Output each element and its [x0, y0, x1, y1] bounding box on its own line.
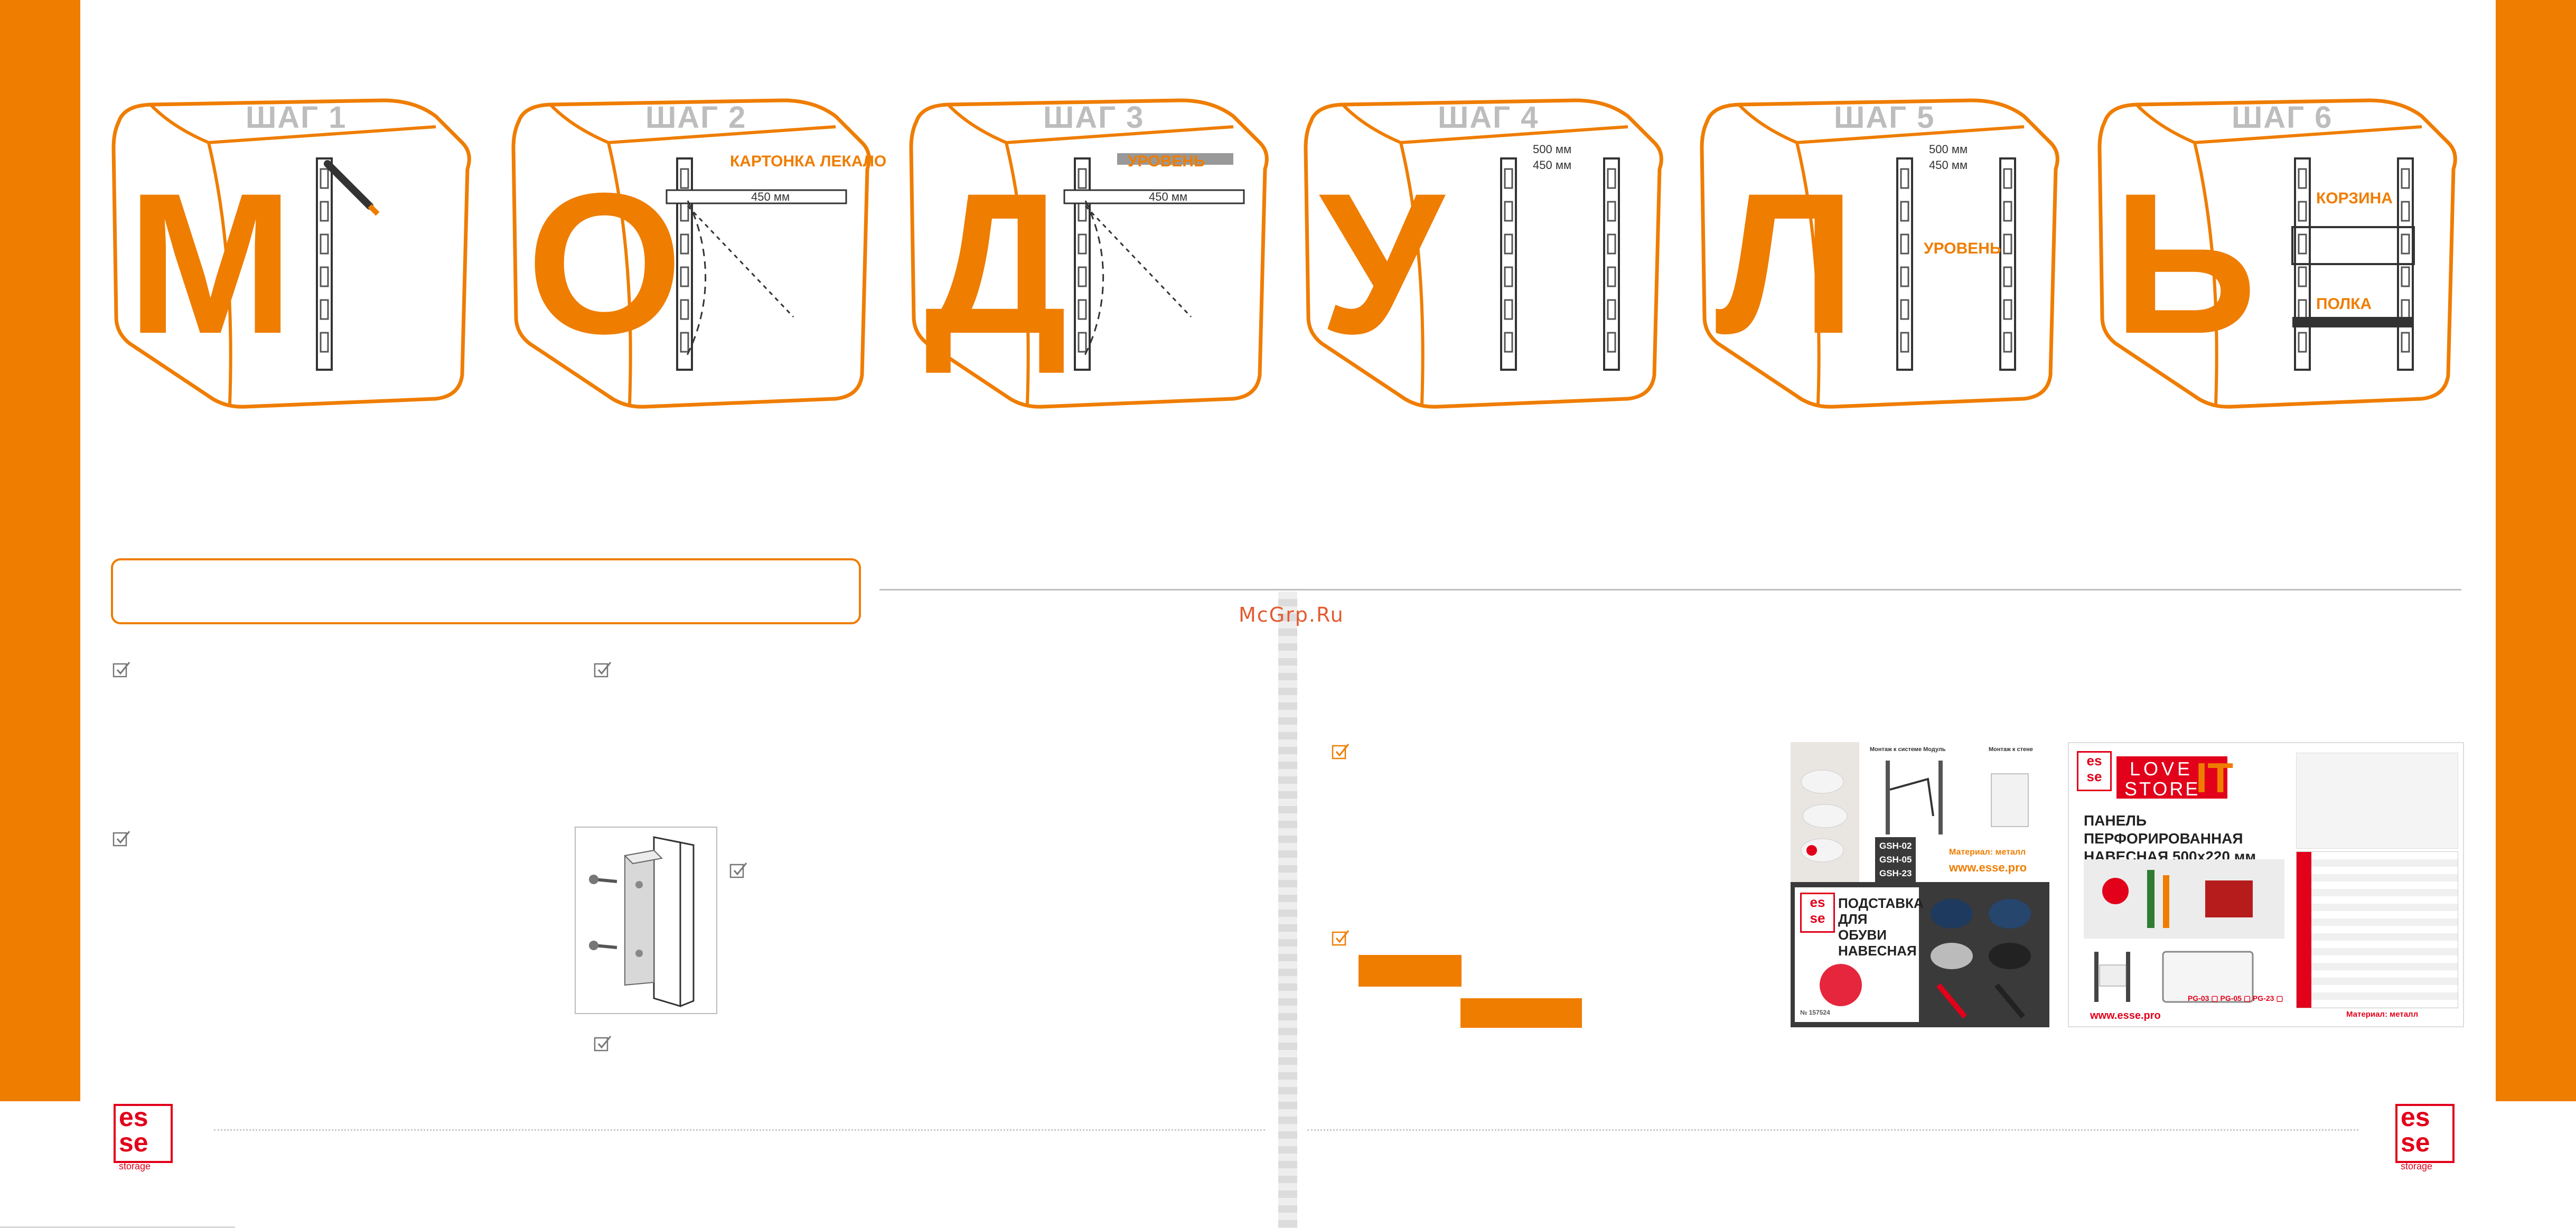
ad-shoe-title: ПОДСТАВКА ДЛЯ ОБУВИ НАВЕСНАЯ — [1838, 895, 1924, 959]
shoe-mount-diagram — [1886, 761, 2029, 835]
step-letter: О — [527, 151, 683, 376]
step-cube-6: ШАГ 6 Ь КОРЗИНА ПОЛКА — [2094, 95, 2459, 412]
step-cube-2: ШАГ 2 О КАРТОНКА ЛЕКАЛО 450 мм — [508, 95, 886, 412]
page-corner-rule — [0, 1226, 235, 1228]
page-fold — [1278, 592, 1297, 1228]
footer-rule-left — [214, 1129, 1265, 1131]
step-label: ШАГ 5 — [1834, 100, 1935, 135]
step-letter: М — [127, 151, 294, 376]
step-dimension: 500 мм — [1929, 143, 1968, 156]
step-callout: УРОВЕНЬ — [1128, 153, 1205, 170]
ad-panel-love: LOVE — [2130, 758, 2194, 780]
tools-photo-icon — [2084, 859, 2284, 939]
stamp-icon — [1820, 964, 1862, 1006]
step-callout: УРОВЕНЬ — [1924, 240, 2001, 257]
highlight-bar — [1460, 998, 1582, 1028]
esse-logo-right: es se storage — [2395, 1104, 2459, 1175]
step-dimension: 450 мм — [1929, 158, 1968, 172]
ad-panel-spec-table — [2296, 851, 2458, 1008]
wall-mount-illustration — [575, 827, 717, 1014]
step-cube-5: ШАГ 5 Л УРОВЕНЬ 500 мм 450 мм — [1697, 95, 2061, 412]
step-callout: КАРТОНКА ЛЕКАЛО — [730, 153, 886, 170]
check-edit-icon — [1332, 744, 1350, 760]
screw-icon — [589, 941, 617, 950]
shoe-pair-icons — [1931, 899, 2031, 1019]
step-cube-4: ШАГ 4 У 500 мм 450 мм — [1300, 95, 1665, 412]
step-label: ШАГ 4 — [1438, 100, 1539, 135]
check-edit-icon — [113, 831, 130, 847]
wall-panel-diagram — [2094, 951, 2254, 1003]
ad-shoe-stand: Монтаж к системе Модуль Монтаж к стене G… — [1791, 742, 2049, 1027]
check-edit-icon — [1332, 930, 1350, 946]
highlight-bar — [1359, 955, 1462, 987]
step-letter: Ь — [2113, 151, 2257, 376]
check-edit-icon — [113, 662, 130, 678]
ad-panel-models: PG-03 ▢ PG-05 ▢ PG-23 ▢ — [2188, 994, 2283, 1002]
step-cube-3: ШАГ 3 Д УРОВЕНЬ 450 мм — [906, 95, 1270, 412]
left-orange-bar — [0, 0, 80, 1101]
ad-panel-product-grid — [2296, 753, 2458, 849]
ad-panel-it: IT — [2196, 754, 2234, 801]
step-callout: КОРЗИНА — [2316, 190, 2393, 207]
footer-rule-right — [1307, 1129, 2358, 1131]
section-header-box — [111, 558, 861, 624]
esse-logo-left: es se storage — [114, 1104, 177, 1175]
screw-icon — [589, 875, 617, 884]
ad-shoe-col2: Монтаж к стене — [1989, 746, 2033, 753]
step-letter: У — [1319, 151, 1447, 376]
step-cube-1: ШАГ 1 М — [108, 95, 473, 412]
check-edit-icon — [729, 863, 747, 878]
header-rule — [879, 589, 2461, 590]
ad-panel-title: ПАНЕЛЬ ПЕРФОРИРОВАННАЯ НАВЕСНАЯ 500х220 … — [2084, 812, 2256, 865]
step-label: ШАГ 6 — [2232, 100, 2333, 135]
ad-panel-store: STORE — [2124, 778, 2200, 800]
ad-panel-url: www.esse.pro — [2090, 1010, 2161, 1021]
ad-shoe-material: Материал: металл — [1949, 848, 2026, 857]
ad-shoe-models: GSH-02 GSH-05 GSH-23 — [1875, 837, 1916, 883]
step-dimension: 500 мм — [1533, 143, 1571, 156]
watermark-text: McGrp.Ru — [1239, 603, 1344, 626]
step-label: ШАГ 2 — [645, 100, 746, 135]
step-label: ШАГ 1 — [246, 100, 346, 135]
check-edit-icon — [594, 1036, 612, 1052]
ad-shoe-col1: Монтаж к системе Модуль — [1870, 746, 1946, 753]
ad-shoe-url: www.esse.pro — [1949, 861, 2027, 874]
ad-panel-material: Материал: металл — [2346, 1010, 2419, 1019]
step-letter: Л — [1715, 151, 1856, 376]
step-dimension: 450 мм — [1149, 190, 1187, 203]
step-letter: Д — [924, 151, 1067, 376]
step-dimension: 450 мм — [751, 190, 790, 203]
step-callout: ПОЛКА — [2316, 295, 2372, 313]
step-dimension: 450 мм — [1533, 158, 1571, 172]
check-edit-icon — [594, 662, 612, 678]
ad-shoe-number: № 157524 — [1800, 1009, 1830, 1016]
shoe-photo-icon — [1801, 770, 1848, 863]
step-label: ШАГ 3 — [1043, 100, 1144, 135]
right-orange-bar — [2496, 0, 2576, 1101]
